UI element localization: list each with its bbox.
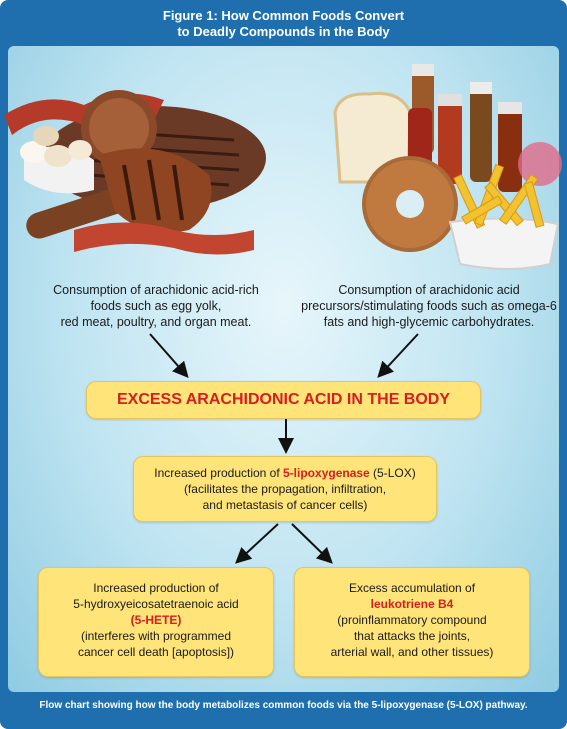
5-hete-box: Increased production of 5-hydroxyeicosat… [38, 567, 274, 677]
5-lox-highlight: 5-lipoxygenase [283, 466, 370, 480]
figure-title: Figure 1: How Common Foods Convert to De… [0, 8, 567, 40]
5-lipoxygenase-box: Increased production of 5-lipoxygenase (… [133, 456, 437, 522]
leukotriene-b4-highlight: leukotriene B4 [370, 597, 454, 611]
meat-and-eggs-image [4, 90, 266, 255]
figure-caption: Flow chart showing how the body metaboli… [39, 700, 528, 711]
arachidonic-rich-foods-text: Consumption of arachidonic acid-rich foo… [53, 283, 259, 329]
bread-donut-sauces-fries-image [333, 64, 562, 270]
title-line-2: to Deadly Compounds in the Body [177, 24, 390, 39]
title-line-1: Figure 1: How Common Foods Convert [162, 8, 405, 23]
excess-arachidonic-acid-box: EXCESS ARACHIDONIC ACID IN THE BODY [86, 381, 481, 419]
5-hete-highlight: 5-HETE [134, 613, 178, 627]
arachidonic-precursor-foods-text: Consumption of arachidonic acid precurso… [301, 283, 557, 329]
leukotriene-b4-box: Excess accumulation of leukotriene B4 (p… [294, 567, 530, 677]
